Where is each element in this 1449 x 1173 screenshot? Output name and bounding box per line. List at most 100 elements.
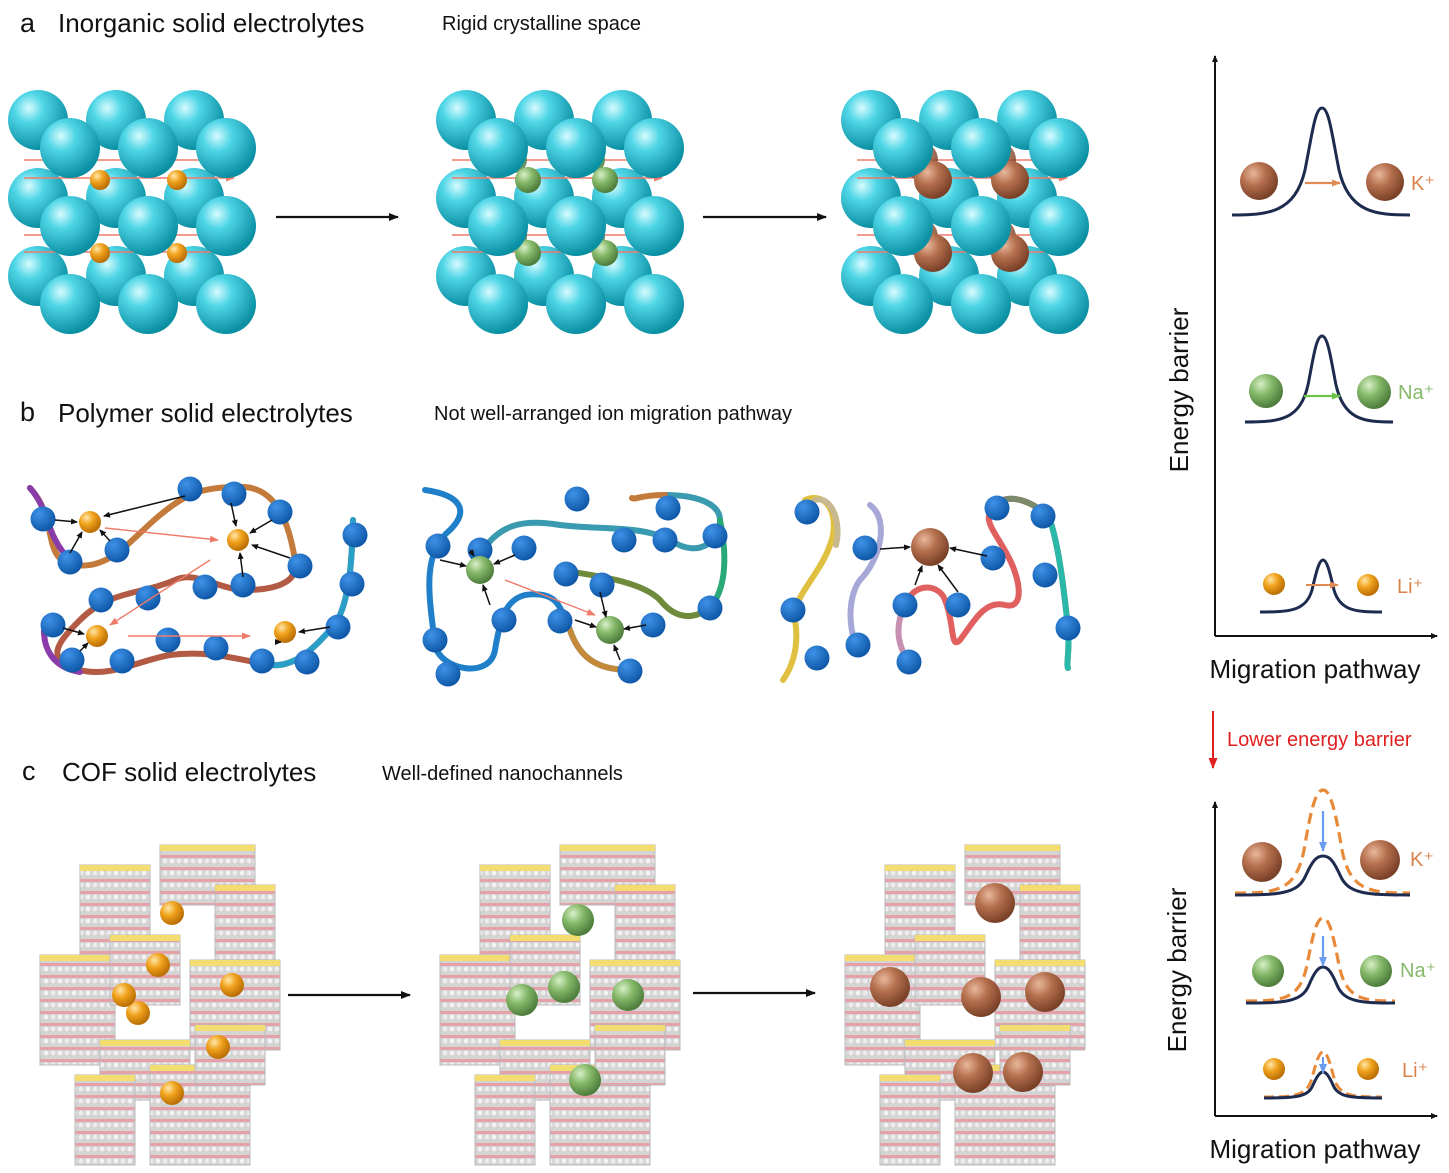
coordination-arrow <box>249 519 273 534</box>
polymer-bead <box>59 647 85 673</box>
li-ion-label-low: Li⁺ <box>1402 1060 1428 1082</box>
coordination-arrow <box>237 552 244 578</box>
framework-atom <box>196 274 256 334</box>
framework-atom <box>546 274 606 334</box>
lattice-ion <box>90 170 110 190</box>
cof-ion <box>975 883 1015 923</box>
li-ion-right <box>1357 574 1379 596</box>
cof-ion <box>562 904 594 936</box>
polymer-bead <box>1032 562 1058 588</box>
framework-atom <box>546 118 606 178</box>
lower-barrier-label: Lower energy barrier <box>1227 729 1412 751</box>
cof-framework <box>39 844 281 1166</box>
cof-edge <box>615 885 675 891</box>
framework-atom <box>624 118 684 178</box>
cof-edge <box>475 1075 535 1081</box>
polymer-bead <box>342 522 368 548</box>
cof-framework <box>844 844 1086 1166</box>
framework-atom <box>196 118 256 178</box>
ion-hop-arrow <box>504 579 596 616</box>
cof-edge <box>1000 1025 1070 1031</box>
na-lowered-barrier-curve <box>1245 965 1396 1005</box>
li-barrier-curve <box>1259 558 1383 614</box>
coordination-arrow <box>439 559 467 568</box>
framework-atom <box>1029 274 1089 334</box>
cof-ion <box>160 1081 184 1105</box>
inorganic-lattice-group <box>8 90 1089 334</box>
polymer-bead <box>177 476 203 502</box>
cof-edge <box>195 1025 265 1031</box>
polymer-bead <box>984 495 1010 521</box>
panel-a-letter: a <box>20 8 36 38</box>
k-barrier-curve <box>1231 106 1411 217</box>
cof-ion <box>870 967 910 1007</box>
cof-ion <box>146 953 170 977</box>
chart-bottom-xlabel: Migration pathway <box>1210 1134 1421 1164</box>
polymer-bead-group <box>30 476 1081 687</box>
polymer-bead <box>852 535 878 561</box>
coordination-arrow <box>79 642 89 652</box>
cof-ion <box>612 979 644 1011</box>
polymer-bead <box>294 649 320 675</box>
polymer-ion <box>79 511 101 533</box>
coordination-arrow <box>599 591 608 618</box>
polymer-bead <box>780 597 806 623</box>
coordination-arrow <box>251 544 291 559</box>
lattice-ion <box>167 243 187 263</box>
cof-edge <box>500 1040 590 1046</box>
framework-atom <box>468 274 528 334</box>
framework-atom <box>873 274 933 334</box>
framework-atom <box>40 196 100 256</box>
framework-atom <box>40 118 100 178</box>
cof-ion <box>220 973 244 997</box>
cof-edge <box>100 1040 190 1046</box>
cof-edge <box>905 1040 995 1046</box>
polymer-bead <box>230 572 256 598</box>
panel-b-letter: b <box>20 397 35 427</box>
framework-atom <box>873 196 933 256</box>
polymer-bead <box>1055 615 1081 641</box>
polymer-bead <box>249 648 275 674</box>
na-barrier-curve <box>1244 334 1394 424</box>
na-original-barrier-dashed <box>1245 916 1396 1003</box>
k-ion-right-low <box>1360 840 1400 880</box>
polymer-bead <box>804 645 830 671</box>
panel-a-title: Inorganic solid electrolytes <box>58 8 364 38</box>
polymer-bead <box>652 527 678 553</box>
panel-b-title: Polymer solid electrolytes <box>58 398 353 428</box>
polymer-bead <box>203 635 229 661</box>
coordination-arrow <box>69 531 83 554</box>
polymer-bead <box>547 608 573 634</box>
panel-c-letter: c <box>22 756 36 786</box>
framework-atom <box>951 274 1011 334</box>
li-ion-left-low <box>1263 1058 1285 1080</box>
cof-block <box>879 1074 941 1166</box>
polymer-ion <box>466 556 494 584</box>
cof-ion <box>1003 1052 1043 1092</box>
lattice-ion <box>592 240 618 266</box>
coordination-arrow <box>54 518 78 525</box>
polymer-bead <box>435 661 461 687</box>
k-ion-left <box>1240 162 1278 200</box>
chart-top-xlabel: Migration pathway <box>1210 654 1421 684</box>
coordination-arrow <box>482 584 491 606</box>
chart-bottom-ylabel: Energy barrier <box>1162 887 1192 1052</box>
coordination-arrow-group <box>54 495 988 661</box>
coordination-arrow <box>99 529 111 542</box>
framework-atom <box>118 118 178 178</box>
polymer-bead <box>40 612 66 638</box>
polymer-bead <box>611 527 637 553</box>
coordination-arrow <box>623 624 647 631</box>
polymer-bead <box>794 499 820 525</box>
cof-edge <box>590 960 680 966</box>
cof-edge <box>560 845 655 851</box>
lattice-ion <box>515 240 541 266</box>
cof-edge <box>885 865 955 871</box>
coordination-arrow <box>937 564 959 593</box>
lattice-ion <box>167 170 187 190</box>
polymer-bead <box>702 523 728 549</box>
cof-ion <box>1025 972 1065 1012</box>
li-ion-left <box>1263 573 1285 595</box>
cof-edge <box>880 1075 940 1081</box>
